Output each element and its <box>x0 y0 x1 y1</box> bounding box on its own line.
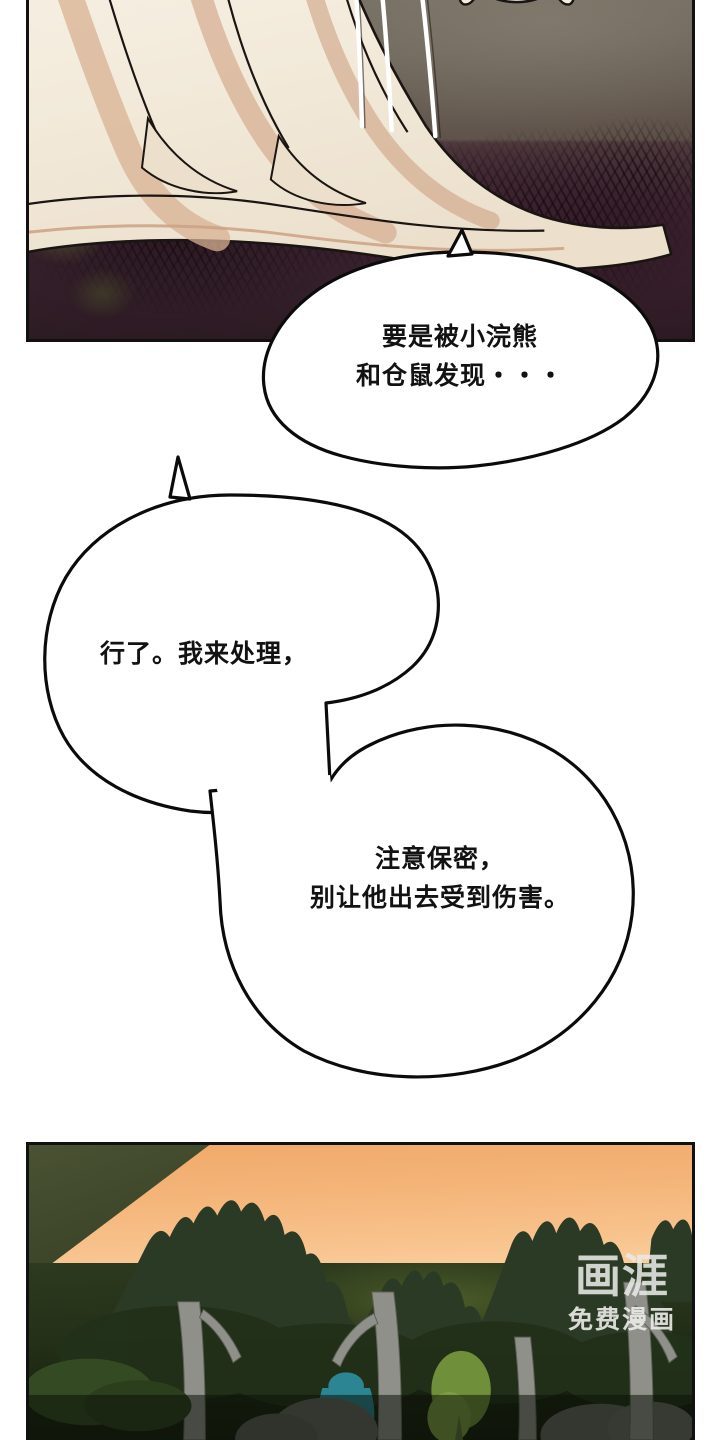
comic-panel-bottom: 画涯 免费漫画 <box>26 1142 695 1440</box>
ribbon-outline <box>358 0 441 139</box>
dress-hem <box>29 0 673 272</box>
chibi-figure <box>458 0 575 6</box>
speech-bubble-3-shape <box>208 723 635 1079</box>
panel-bottom-scenery <box>29 1200 692 1440</box>
bubble-seam-mask <box>216 775 332 803</box>
panel-top-lineart <box>29 0 673 272</box>
speech-bubble-1 <box>261 228 660 470</box>
speech-bubble-merged <box>43 455 635 1079</box>
speech-bubble-2-tail <box>168 455 192 501</box>
ribbon-strands <box>354 0 438 139</box>
